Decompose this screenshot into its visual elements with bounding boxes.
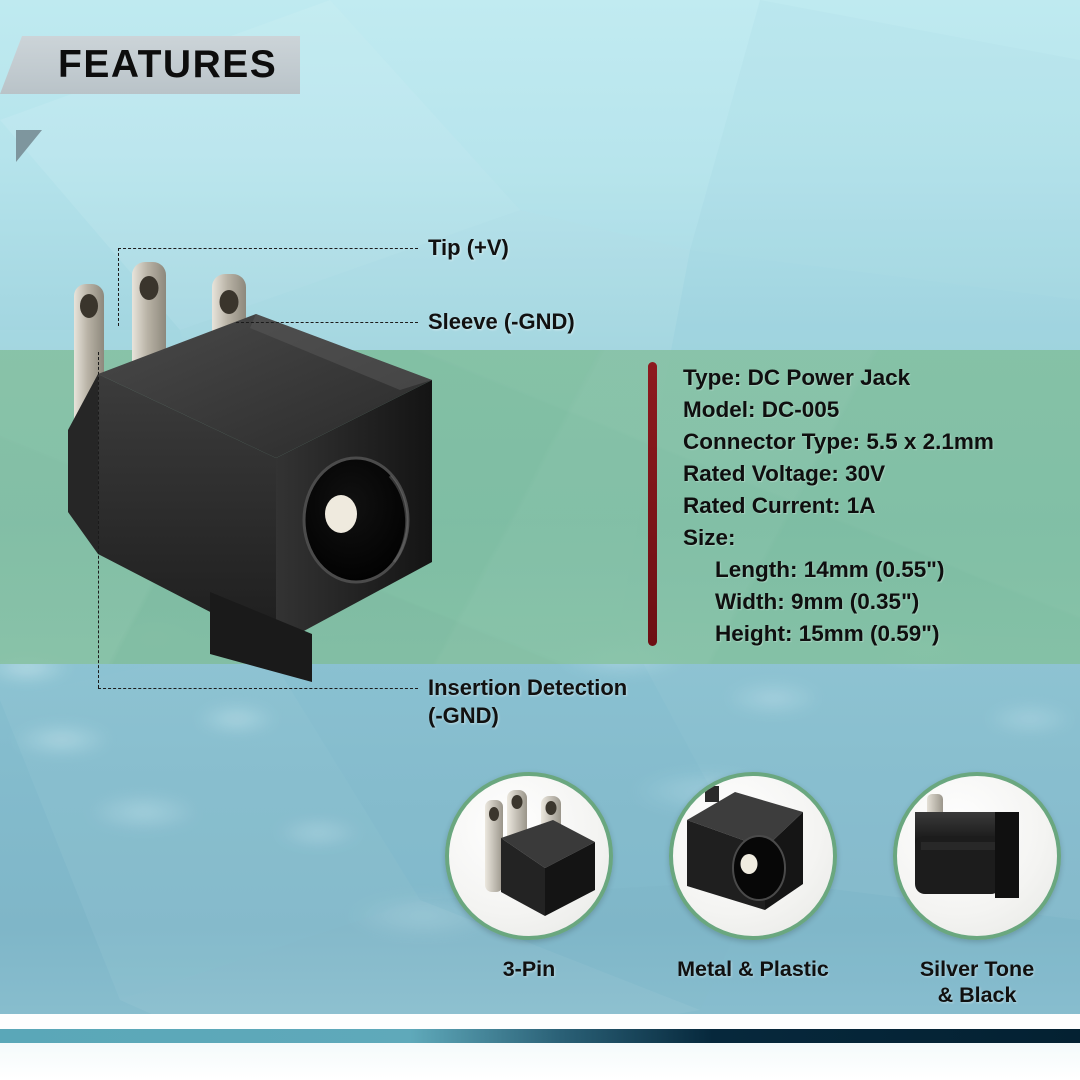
footer-white-stripe-top <box>0 1014 1080 1029</box>
callout-label-sleeve: Sleeve (-GND) <box>428 309 575 334</box>
banner-fold-decoration <box>16 130 42 162</box>
thumbnail-item: 3-Pin <box>430 772 628 1008</box>
spec-line-type: Type: DC Power Jack <box>683 365 911 390</box>
page-title: FEATURES <box>58 43 278 86</box>
callout-label-tip: Tip (+V) <box>428 235 509 260</box>
spec-list: Type: DC Power Jack Model: DC-005 Connec… <box>683 362 994 649</box>
spec-accent-bar <box>648 362 657 646</box>
thumbnail-caption-3-pin: 3-Pin <box>502 957 556 981</box>
features-banner: FEATURES <box>0 36 300 162</box>
thumbnail-row: 3-Pin Metal & Plastic <box>430 772 1080 1008</box>
footer-bar <box>0 1014 1080 1080</box>
callout-label-insertion-detection: Insertion Detection (-GND) <box>428 675 628 728</box>
features-banner-body: FEATURES <box>0 36 300 94</box>
thumbnail-caption-silver-black: Silver Tone & Black <box>919 957 1035 1008</box>
thumbnail-item: Silver Tone & Black <box>878 772 1076 1008</box>
spec-line-length: Length: 14mm (0.55") <box>715 556 945 582</box>
spec-line-model: Model: DC-005 <box>683 396 840 422</box>
footer-white-stripe-bottom <box>0 1043 1080 1080</box>
spec-line-connector-type: Connector Type: 5.5 x 2.1mm <box>683 428 994 454</box>
thumbnail-caption-metal-plastic: Metal & Plastic <box>677 957 829 981</box>
spec-line-rated-voltage: Rated Voltage: 30V <box>683 460 886 486</box>
thumbnail-image-silver-black <box>893 772 1061 940</box>
center-pin <box>325 495 357 533</box>
footer-accent-stripe <box>0 1029 1080 1043</box>
spec-line-rated-current: Rated Current: 1A <box>683 492 876 518</box>
spec-line-height: Height: 15mm (0.59") <box>715 620 940 646</box>
spec-line-width: Width: 9mm (0.35") <box>715 588 920 614</box>
product-photo-main <box>60 262 480 702</box>
thumbnail-image-3-pin <box>445 772 613 940</box>
specifications-block: Type: DC Power Jack Model: DC-005 Connec… <box>648 362 994 649</box>
spec-line-size: Size: <box>683 524 736 550</box>
thumbnail-item: Metal & Plastic <box>654 772 852 1008</box>
thumbnail-image-metal-plastic <box>669 772 837 940</box>
